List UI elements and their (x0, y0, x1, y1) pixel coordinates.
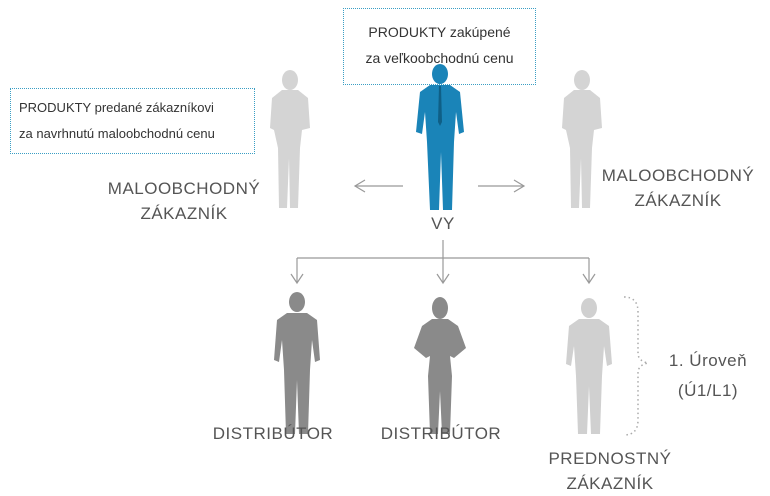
retail-note: PRODUKTY predané zákazníkovi za navrhnut… (10, 88, 255, 154)
retail-customer-left-label-line1: MALOOBCHODNÝ (107, 179, 261, 198)
retail-customer-left-figure (270, 70, 310, 208)
preferred-customer-label: PREDNOSTNÝ ZÁKAZNÍK (530, 446, 690, 496)
preferred-customer-figure (566, 298, 612, 434)
distributor-1-label: DISTRIBÚTOR (198, 421, 348, 446)
retail-customer-left-label: MALOOBCHODNÝ ZÁKAZNÍK (104, 176, 264, 226)
preferred-customer-label-line1: PREDNOSTNÝ (548, 449, 672, 468)
distributor-2-figure (414, 297, 466, 434)
retail-customer-left-label-line2: ZÁKAZNÍK (140, 204, 228, 223)
you-label-text: VY (431, 214, 455, 233)
distributor-2-label-text: DISTRIBÚTOR (380, 424, 502, 443)
distributor-1-label-text: DISTRIBÚTOR (212, 424, 334, 443)
level-label-line1: 1. Úroveň (668, 351, 748, 370)
retail-customer-right-label-line1: MALOOBCHODNÝ (601, 166, 755, 185)
level-label: 1. Úroveň (Ú1/L1) (656, 346, 760, 406)
retail-customer-right-figure (562, 70, 602, 208)
distributor-1-figure (274, 292, 320, 434)
wholesale-note-line2: za veľkoobchodnú cenu (365, 50, 514, 66)
retail-customer-right-label-line2: ZÁKAZNÍK (634, 191, 722, 210)
wholesale-note-line1: PRODUKTY zakúpené (368, 24, 511, 40)
retail-note-line2: za navrhnutú maloobchodnú cenu (19, 126, 215, 141)
you-figure (416, 64, 464, 210)
retail-note-line1: PRODUKTY predané zákazníkovi (19, 100, 214, 115)
level-label-line2: (Ú1/L1) (677, 381, 739, 400)
you-label: VY (413, 211, 473, 236)
distributor-2-label: DISTRIBÚTOR (366, 421, 516, 446)
preferred-customer-label-line2: ZÁKAZNÍK (566, 474, 654, 493)
retail-customer-right-label: MALOOBCHODNÝ ZÁKAZNÍK (598, 163, 758, 213)
